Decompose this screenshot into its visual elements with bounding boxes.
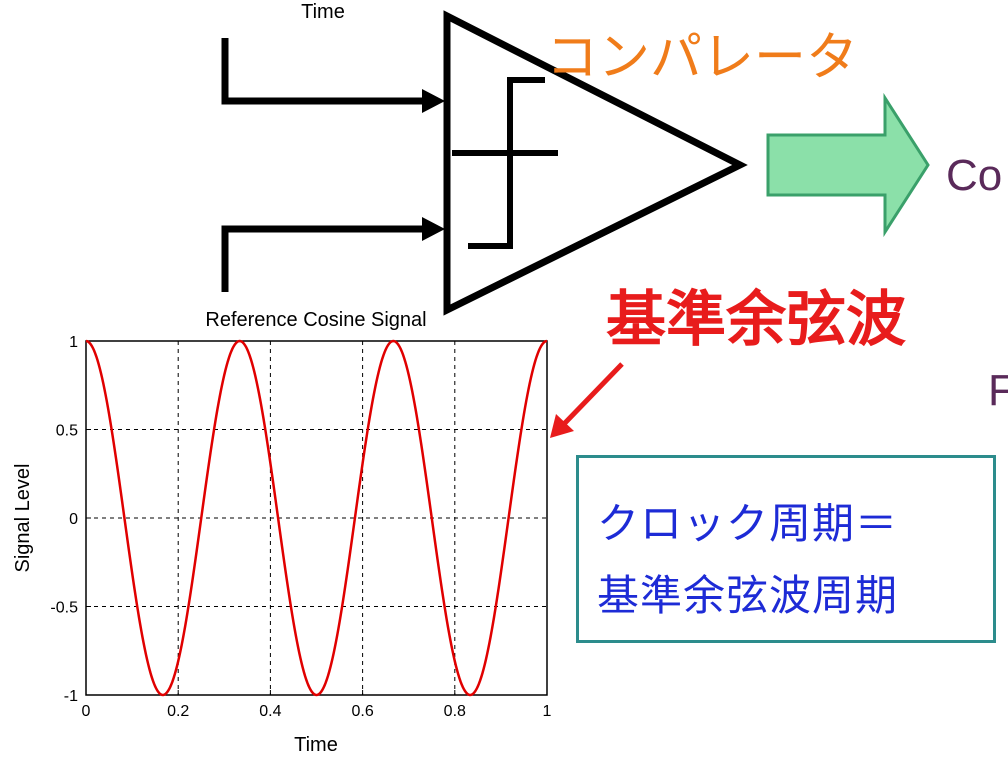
top-time-label: Time bbox=[301, 1, 345, 23]
hysteresis-symbol bbox=[452, 77, 558, 249]
input-signal-2 bbox=[221, 217, 445, 292]
cosine-chart: Reference Cosine Signal 0 0.2 0.4 0.6 0.8 1 1 0… bbox=[12, 309, 552, 756]
chart-title: Reference Cosine Signal bbox=[205, 309, 426, 331]
pointer-arrow bbox=[550, 362, 624, 438]
note-line-clock-period: クロック周期＝ bbox=[597, 499, 899, 548]
y-tick-label: 1 bbox=[69, 334, 78, 351]
x-tick-label: 0.4 bbox=[259, 703, 281, 720]
comparator-triangle bbox=[443, 10, 748, 316]
x-tick-label: 0.8 bbox=[444, 703, 466, 720]
y-tick-label: -1 bbox=[64, 688, 78, 705]
x-tick-label: 1 bbox=[543, 703, 552, 720]
y-tick-label: 0 bbox=[69, 511, 78, 528]
output-label: Co bbox=[946, 151, 1002, 200]
note-box: クロック周期＝ 基準余弦波周期 bbox=[576, 455, 996, 643]
output-arrow bbox=[766, 92, 930, 238]
y-tick-label: -0.5 bbox=[50, 600, 78, 617]
y-axis-label: Signal Level bbox=[12, 464, 34, 573]
input-signal-1 bbox=[221, 38, 445, 113]
comparator-label: コンパレータ bbox=[546, 28, 858, 88]
note-line-reference-period: 基準余弦波周期 bbox=[597, 571, 899, 620]
right-edge-partial-text: F bbox=[988, 366, 1008, 415]
x-axis-label: Time bbox=[294, 734, 338, 756]
x-tick-label: 0.2 bbox=[167, 703, 189, 720]
x-tick-label: 0 bbox=[82, 703, 91, 720]
cosine-series-line bbox=[85, 339, 548, 697]
plot-area bbox=[85, 340, 548, 696]
reference-cosine-label: 基準余弦波 bbox=[606, 285, 906, 355]
x-tick-label: 0.6 bbox=[351, 703, 373, 720]
y-tick-label: 0.5 bbox=[56, 423, 78, 440]
